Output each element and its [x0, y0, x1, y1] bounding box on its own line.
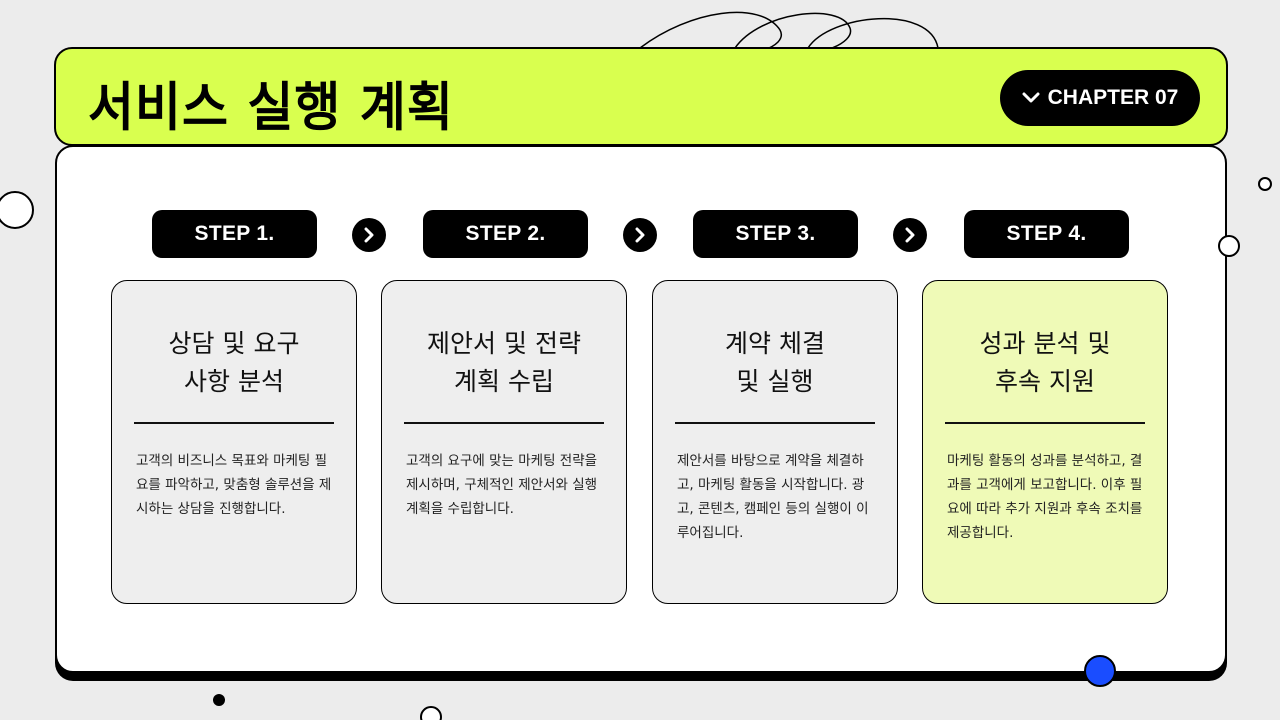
step-card-1: 상담 및 요구 사항 분석 고객의 비즈니스 목표와 마케팅 필요를 파악하고,…	[111, 280, 357, 604]
step-card-description: 제안서를 바탕으로 계약을 체결하고, 마케팅 활동을 시작합니다. 광고, 콘…	[677, 453, 869, 541]
step-arrow-2	[623, 218, 657, 252]
step-pill-3: STEP 3.	[693, 210, 858, 258]
divider	[404, 422, 604, 424]
outline-circle-bottom	[420, 706, 442, 720]
step-card-description: 마케팅 활동의 성과를 분석하고, 결과를 고객에게 보고합니다. 이후 필요에…	[947, 453, 1143, 541]
chevron-down-icon	[1022, 92, 1040, 103]
divider	[945, 422, 1145, 424]
step-card-description: 고객의 요구에 맞는 마케팅 전략을 제시하며, 구체적인 제안서와 실행 계획…	[406, 453, 598, 517]
chapter-badge: CHAPTER 07	[1000, 70, 1200, 126]
page-title: 서비스 실행 계획	[88, 76, 454, 138]
step-arrow-3	[893, 218, 927, 252]
divider	[675, 422, 875, 424]
step-card-title: 성과 분석 및 후속 지원	[979, 329, 1111, 396]
chevron-right-icon	[635, 227, 645, 243]
chapter-label: CHAPTER 07	[1047, 86, 1179, 109]
step-card-2: 제안서 및 전략 계획 수립 고객의 요구에 맞는 마케팅 전략을 제시하며, …	[381, 280, 627, 604]
header-bar: 서비스 실행 계획 CHAPTER 07	[54, 47, 1228, 146]
filled-dot-bottom	[213, 694, 225, 706]
step-pill-4: STEP 4.	[964, 210, 1129, 258]
step-card-title: 계약 체결 및 실행	[725, 329, 825, 396]
outline-circle-right-small	[1258, 177, 1272, 191]
step-card-4: 성과 분석 및 후속 지원 마케팅 활동의 성과를 분석하고, 결과를 고객에게…	[922, 280, 1168, 604]
step-card-title: 상담 및 요구 사항 분석	[168, 329, 300, 396]
chevron-right-icon	[364, 227, 374, 243]
step-pill-2: STEP 2.	[423, 210, 588, 258]
step-card-3: 계약 체결 및 실행 제안서를 바탕으로 계약을 체결하고, 마케팅 활동을 시…	[652, 280, 898, 604]
outline-circle-left	[0, 191, 34, 229]
step-card-title: 제안서 및 전략 계획 수립	[427, 329, 581, 396]
step-arrow-1	[352, 218, 386, 252]
step-pill-1: STEP 1.	[152, 210, 317, 258]
step-card-description: 고객의 비즈니스 목표와 마케팅 필요를 파악하고, 맞춤형 솔루션을 제시하는…	[136, 453, 332, 517]
divider	[134, 422, 334, 424]
chevron-right-icon	[905, 227, 915, 243]
